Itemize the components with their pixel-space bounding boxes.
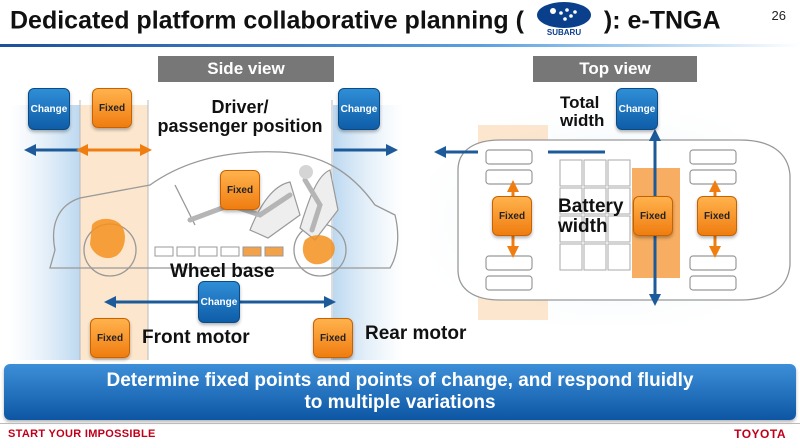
toyota-logo: TOYOTA <box>734 427 786 441</box>
title-prefix: Dedicated platform collaborative plannin… <box>10 6 524 35</box>
side-view-diagram <box>10 100 403 360</box>
logo-text: SUBARU <box>547 28 581 37</box>
battery-width-label: Battery width <box>558 196 624 237</box>
side-view-tab: Side view <box>158 56 334 82</box>
driver-position-label: Driver/ passenger position <box>157 97 323 136</box>
fixed-badge-front-axle: Fixed <box>92 88 132 128</box>
front-motor-label: Front motor <box>142 327 250 348</box>
title-suffix: ): e-TNGA <box>603 6 721 35</box>
fixed-badge-front-track: Fixed <box>492 196 532 236</box>
change-badge-total-width: Change <box>616 88 658 130</box>
rear-motor-label: Rear motor <box>365 323 467 344</box>
title-divider <box>0 44 800 47</box>
wheel-base-label: Wheel base <box>170 261 275 282</box>
change-badge-rear-overhang: Change <box>338 88 380 130</box>
change-badge-front-overhang: Change <box>28 88 70 130</box>
summary-banner: Determine fixed points and points of cha… <box>4 364 796 420</box>
fixed-badge-battery: Fixed <box>633 196 673 236</box>
page-number: 26 <box>771 8 786 23</box>
fixed-badge-rear-motor: Fixed <box>313 318 353 358</box>
banner-line-1: Determine fixed points and points of cha… <box>106 370 694 392</box>
fixed-badge-seating: Fixed <box>220 170 260 210</box>
banner-line-2: to multiple variations <box>304 392 496 413</box>
footer-slogan: START YOUR IMPOSSIBLE <box>8 428 156 440</box>
fixed-badge-rear-track: Fixed <box>697 196 737 236</box>
footer-divider <box>0 423 800 424</box>
total-width-label: Total width <box>560 93 605 130</box>
top-view-tab: Top view <box>533 56 697 82</box>
change-badge-wheel-base: Change <box>198 281 240 323</box>
page-title: Dedicated platform collaborative plannin… <box>10 1 721 40</box>
fixed-badge-front-motor: Fixed <box>90 318 130 358</box>
subaru-logo: SUBARU <box>533 1 595 37</box>
